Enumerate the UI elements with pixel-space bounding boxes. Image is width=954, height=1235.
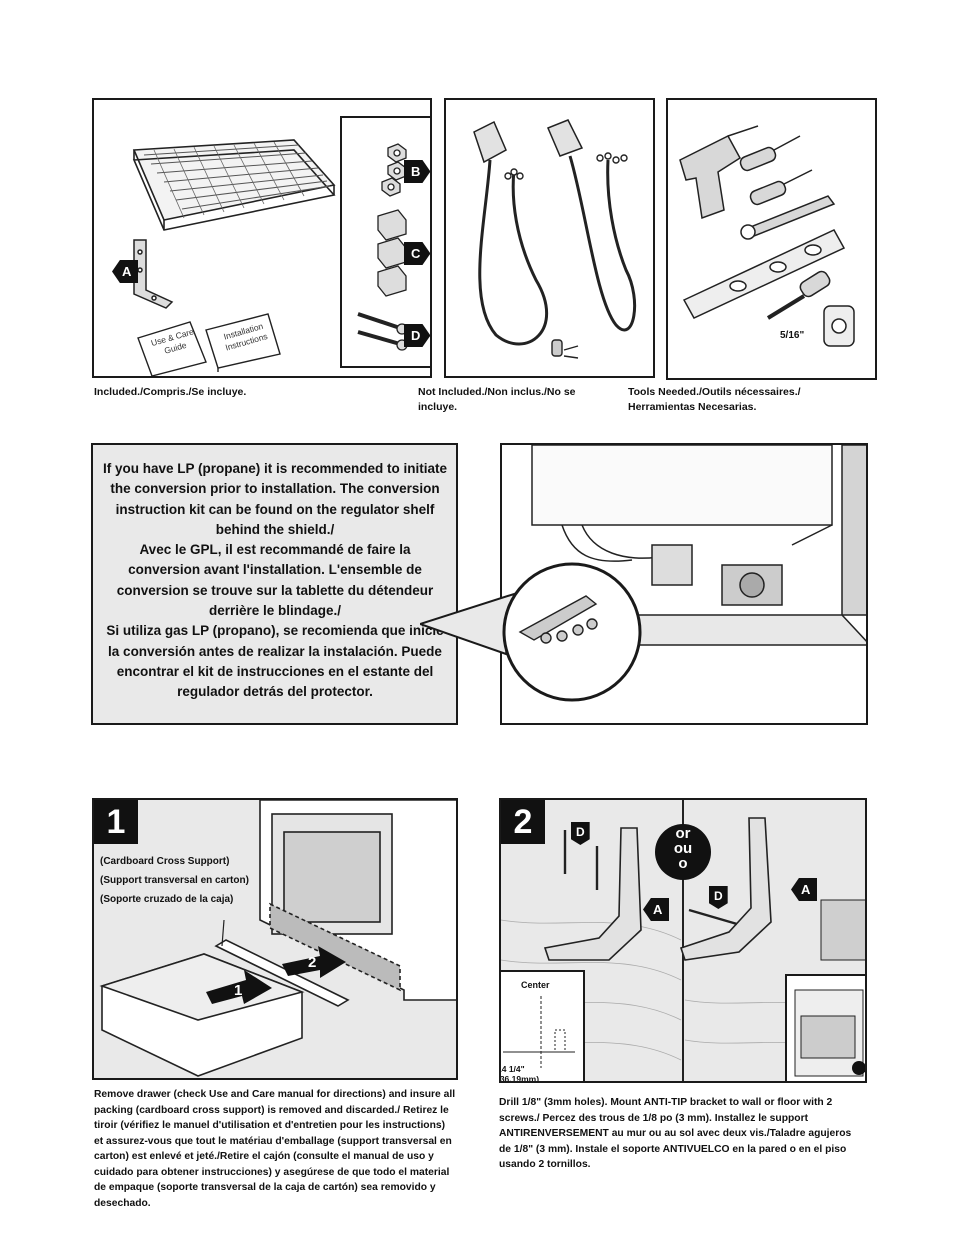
step1-illustration [99,800,456,1077]
support-label-en: (Cardboard Cross Support) [100,856,230,867]
oven-rack-illustration [132,139,336,376]
step2-tag-d-right: D [709,886,728,909]
step1-panel: 1 1 2 (Cardboard Cross Support) (Support… [92,798,458,1080]
step2-tag-a-left: A [643,898,670,921]
measurement-diagram [503,996,575,1068]
lp-notice-french: Avec le GPL, il est recommandé de faire … [116,542,434,619]
step2-tag-d-left: D [571,822,590,845]
magnified-conversion-kit [502,562,642,702]
or-es: o [678,855,688,872]
hardware-subpanel: B C D [340,116,430,368]
step2-illustration [501,800,865,1081]
inset-dimension-label: 14 1/4" (36.19mm) [499,1064,540,1083]
socket-size-label: 5/16" [780,330,805,341]
step1-number: 1 [94,800,138,844]
arrow-1-label: 1 [234,982,243,999]
part-d-label: D [404,324,430,347]
support-label-es: (Soporte cruzado de la caja) [100,894,234,905]
lp-notice-text: If you have LP (propane) it is recommend… [94,447,456,723]
range-thumbnail [794,989,865,1077]
part-c-label: C [404,242,430,265]
lp-notice-box [91,443,458,725]
or-en: or [675,825,691,842]
or-badge: or ou o [659,826,707,871]
tools-needed-caption: Tools Needed./Outils nécessaires./ Herra… [628,386,801,413]
part-b-label: B [404,160,430,183]
step2-tag-a-right: A [791,878,818,901]
inset-dim-mm: (36.19mm) [499,1074,540,1083]
included-caption: Included./Compris./Se incluye. [94,386,247,398]
hardware-illustration [357,143,408,351]
range-thumbnail-inset [785,974,865,1081]
center-measurement-inset: Center 14 1/4" (36.19mm) [499,970,585,1083]
or-fr: ou [673,840,693,857]
step1-caption: Remove drawer (check Use and Care manual… [94,1089,456,1209]
lp-notice-english: If you have LP (propane) it is recommend… [102,461,448,537]
tools-needed-panel: 5/16" [666,98,877,380]
arrow-2-label: 2 [308,954,317,971]
inset-center-label: Center [521,980,550,990]
parts-included-panel: A Use & Care Guide Installation Instruct… [92,98,432,378]
lp-notice-spanish: Si utiliza gas LP (propano), se recomien… [106,623,444,700]
inset-dim-inches: 14 1/4" [499,1064,525,1074]
step2-number: 2 [501,800,545,844]
step2-caption: Drill 1/8" (3mm holes). Mount ANTI-TIP b… [499,1097,852,1170]
not-included-panel [444,98,655,378]
not-included-caption: Not Included./Non inclus./No se incluye. [418,386,576,413]
power-cord-illustration [473,119,637,359]
part-a-label: A [112,260,139,283]
tools-illustration [679,125,855,347]
support-label-fr: (Support transversal en carton) [100,875,249,886]
cardboard-support-label: (Cardboard Cross Support) (Support trans… [100,852,249,909]
step2-panel: 2 or ou o A A D D Cente [499,798,867,1083]
